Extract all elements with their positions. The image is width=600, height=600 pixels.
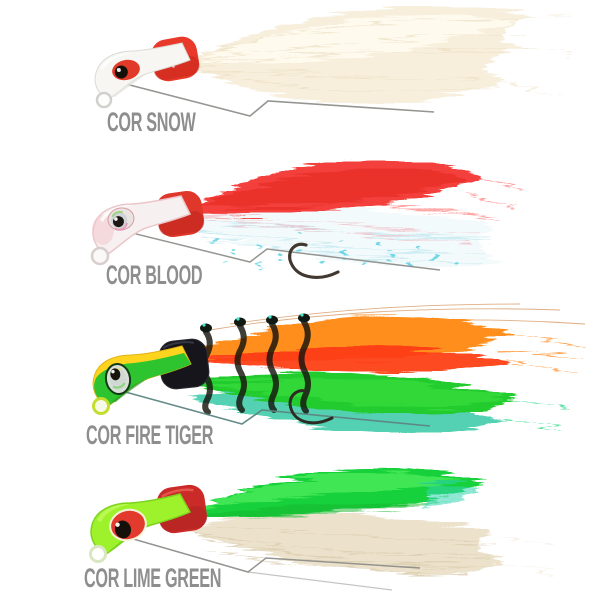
bucktail-skirt	[182, 160, 523, 269]
jig-eye	[109, 508, 147, 542]
jig-head	[92, 345, 192, 415]
lure-photo-blood	[90, 160, 523, 279]
tiger-bar-tufts	[200, 313, 310, 333]
lure-photo-lime-green	[89, 467, 557, 591]
jig-eye	[107, 207, 135, 231]
jig-head	[94, 42, 191, 109]
lure-label-fire-tiger: COR FIRE TIGER	[86, 420, 214, 450]
lure-photo-fire-tiger	[92, 303, 586, 434]
jig-head	[90, 195, 192, 266]
bucktail-skirt	[186, 7, 573, 105]
hook	[288, 242, 340, 279]
line-tie-eyelet	[89, 545, 107, 563]
bucktail-skirt	[182, 467, 557, 577]
hook	[288, 389, 334, 425]
lure-item-blood: COR BLOOD	[0, 150, 600, 300]
weed-guard-wire	[117, 389, 431, 427]
line-tie-eyelet	[90, 246, 110, 266]
jig-head	[89, 493, 192, 563]
jig-eye	[104, 363, 132, 395]
lure-label-blood: COR BLOOD	[106, 260, 203, 290]
jig-eye	[112, 59, 140, 81]
weed-guard-wire	[119, 229, 441, 271]
lure-label-lime-green: COR LIME GREEN	[84, 563, 222, 593]
lure-label-snow: COR SNOW	[107, 107, 196, 137]
weed-guard-wire	[115, 533, 421, 573]
weed-guard-wire	[121, 82, 435, 117]
line-tie-eyelet	[95, 91, 113, 109]
weed-guard-wire-2	[247, 571, 393, 591]
line-tie-eyelet	[92, 397, 110, 415]
lure-item-lime-green: COR LIME GREEN	[0, 450, 600, 600]
lure-photo-snow	[94, 7, 573, 117]
lure-item-fire-tiger: COR FIRE TIGER	[0, 300, 600, 450]
lure-item-snow: COR SNOW	[0, 0, 600, 150]
